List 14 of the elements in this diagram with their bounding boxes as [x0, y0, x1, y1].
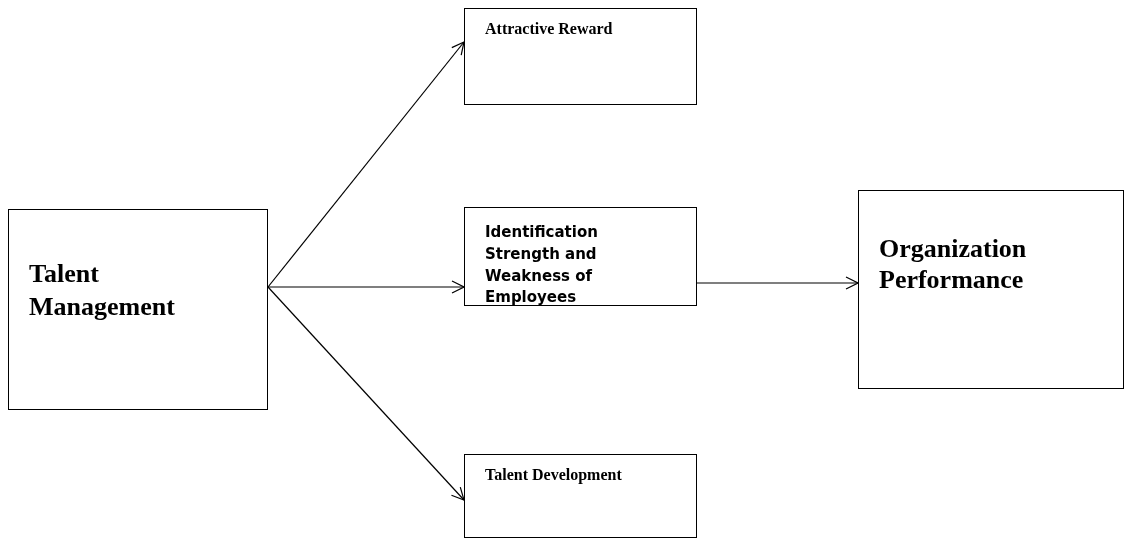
box-label: Organization Performance	[879, 233, 1028, 296]
process-box	[8, 209, 268, 410]
box-label: Talent Management	[29, 258, 176, 323]
arrow	[267, 280, 465, 294]
process-box	[464, 8, 697, 105]
box-label: Identification Strength and Weakness of Employees	[485, 222, 599, 309]
process-box	[464, 207, 697, 306]
process-box	[464, 454, 697, 538]
arrow	[696, 276, 859, 290]
arrow	[267, 286, 465, 501]
process-box	[858, 190, 1124, 389]
box-label: Attractive Reward	[485, 19, 614, 39]
box-label: Talent Development	[485, 465, 623, 485]
arrow	[267, 41, 465, 288]
